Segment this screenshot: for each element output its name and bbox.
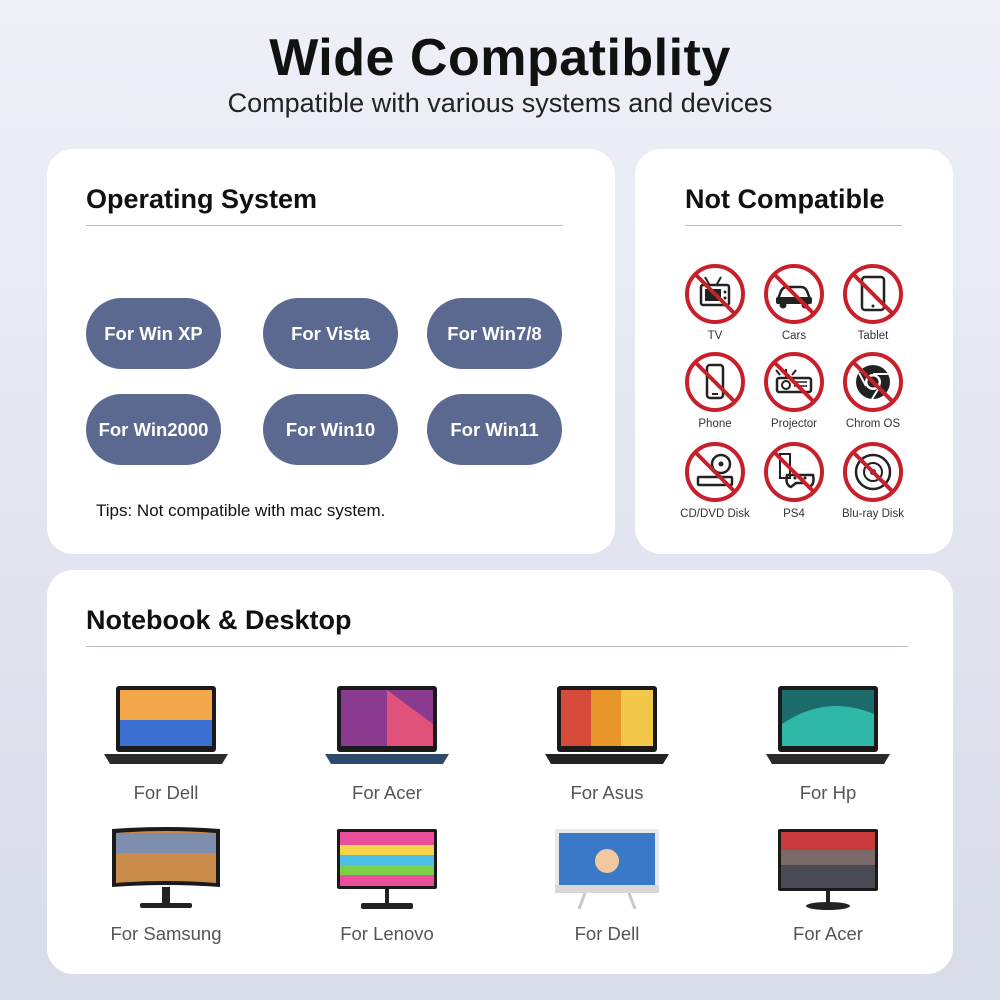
os-pill-win11: For Win11 (427, 394, 562, 465)
device-label: For Acer (352, 782, 422, 803)
nc-label-cd-dvd: CD/DVD Disk (680, 508, 750, 520)
ps4-icon (764, 442, 824, 502)
nc-item-chrome-os: Chrom OS (828, 351, 918, 430)
cd-dvd-drive-icon (685, 442, 745, 502)
not-compatible-title: Not Compatible (685, 184, 885, 214)
laptop-icon (766, 686, 890, 764)
car-icon (764, 264, 824, 324)
notebook-desktop-card: Notebook & Desktop For Dell For Acer For… (47, 570, 953, 974)
nc-label-chrome-os: Chrom OS (845, 418, 901, 430)
not-compatible-divider (685, 225, 902, 226)
os-card: Operating System For Win XP For Vista Fo… (47, 149, 615, 554)
os-pill-vista: For Vista (263, 298, 398, 369)
notebook-desktop-title: Notebook & Desktop (86, 605, 352, 635)
os-pill-win2000: For Win2000 (86, 394, 221, 465)
os-pill-win10: For Win10 (263, 394, 398, 465)
device-label: For Asus (570, 782, 644, 803)
nc-label-cars: Cars (781, 330, 807, 342)
device-desktop-acer: For Acer (733, 825, 923, 945)
nc-item-cd-dvd: CD/DVD Disk (670, 441, 760, 520)
os-tips: Tips: Not compatible with mac system. (96, 501, 386, 520)
os-card-divider (86, 225, 563, 226)
nc-item-tv: TV (670, 263, 760, 342)
nc-item-projector: Projector (749, 351, 839, 430)
device-laptop-hp: For Hp (733, 684, 923, 804)
os-card-title: Operating System (86, 184, 318, 214)
device-desktop-dell: For Dell (512, 825, 702, 945)
monitor-icon (112, 827, 220, 908)
device-desktop-lenovo: For Lenovo (292, 825, 482, 945)
nc-item-cars: Cars (749, 263, 839, 342)
nc-label-projector: Projector (770, 418, 818, 430)
monitor-icon (778, 829, 878, 910)
device-label: For Acer (793, 923, 863, 944)
device-label: For Hp (799, 782, 857, 803)
device-label: For Dell (574, 923, 640, 944)
laptop-icon (325, 686, 449, 764)
page-title: Wide Compatiblity (269, 29, 731, 87)
nc-label-ps4: PS4 (783, 508, 805, 520)
nc-label-tv: TV (707, 330, 723, 342)
monitor-icon (337, 829, 437, 909)
device-label: For Lenovo (340, 923, 434, 944)
tablet-icon (843, 264, 903, 324)
laptop-icon (545, 686, 669, 764)
notebook-desktop-divider (86, 646, 908, 647)
nc-item-ps4: PS4 (749, 441, 839, 520)
projector-icon (764, 352, 824, 412)
os-pill-win-xp: For Win XP (86, 298, 221, 369)
device-label: For Samsung (110, 923, 222, 944)
all-in-one-icon (555, 829, 659, 910)
nc-item-phone: Phone (670, 351, 760, 430)
nc-label-tablet: Tablet (857, 330, 889, 342)
device-laptop-acer: For Acer (292, 684, 482, 804)
device-laptop-dell: For Dell (71, 684, 261, 804)
nc-item-bluray: Blu-ray Disk (828, 441, 918, 520)
device-label: For Dell (133, 782, 199, 803)
not-compatible-card: Not Compatible TV Cars T (635, 149, 953, 554)
laptop-icon (104, 686, 228, 764)
device-laptop-asus: For Asus (512, 684, 702, 804)
nc-label-bluray: Blu-ray Disk (842, 508, 904, 520)
device-desktop-samsung: For Samsung (71, 825, 261, 945)
nc-label-phone: Phone (698, 418, 732, 430)
phone-icon (685, 352, 745, 412)
tv-icon (685, 264, 745, 324)
page-subtitle: Compatible with various systems and devi… (227, 88, 773, 118)
nc-item-tablet: Tablet (828, 263, 918, 342)
chrome-icon (843, 352, 903, 412)
bluray-disc-icon (843, 442, 903, 502)
os-pill-win7-8: For Win7/8 (427, 298, 562, 369)
